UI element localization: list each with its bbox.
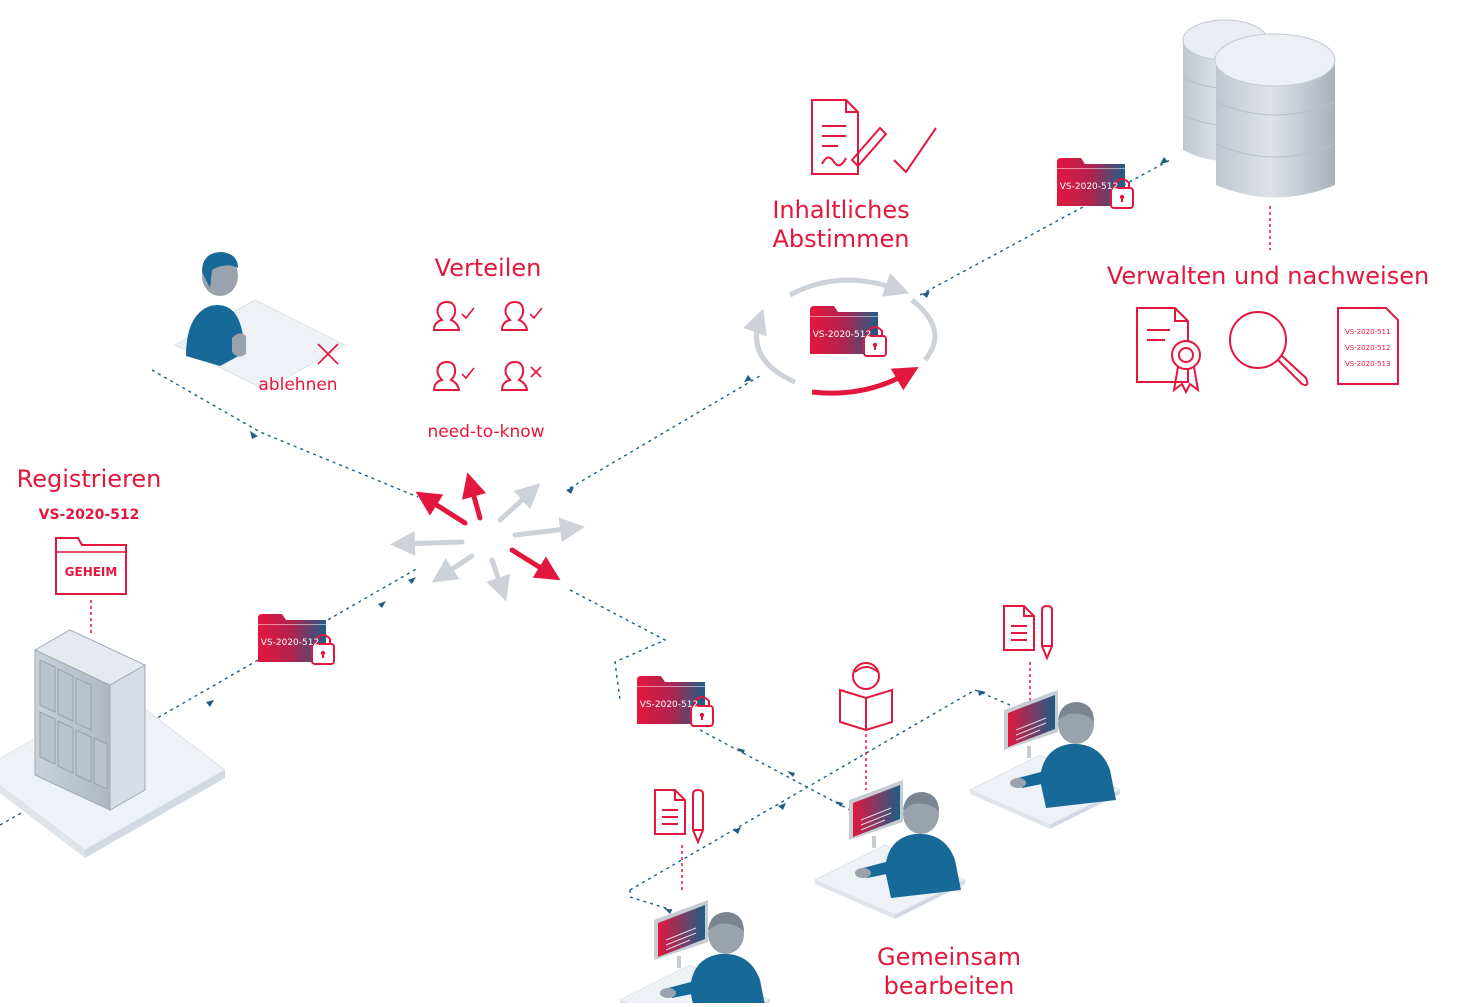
workstation-icon: [969, 689, 1121, 830]
flow-folder-to-workstation: [699, 729, 851, 811]
workstation-icon: [814, 779, 966, 920]
magnifier-icon: [1229, 311, 1309, 387]
reject-x-icon: [317, 343, 339, 365]
reject-label: ablehnen: [258, 375, 337, 395]
edit-document-icon: [1003, 605, 1053, 659]
stage-label-verwalten: Verwalten und nachweisen: [1107, 262, 1429, 290]
flow-hub-to-folder: [569, 589, 667, 701]
record-item: VS-2020-512: [1345, 344, 1390, 352]
secure-folder-label: VS-2020-512: [261, 638, 319, 648]
recipients-check-icon: [433, 301, 543, 391]
flow-reject-to-hub: [151, 369, 419, 498]
stage-label-gemeinsam: Gemeinsam: [877, 943, 1021, 971]
signed-document-icon: [811, 99, 937, 175]
distribution-hub-arrows: [390, 472, 585, 602]
stage-label-inhaltliches: Inhaltliches: [772, 196, 909, 224]
classified-folder-icon: [55, 537, 127, 595]
database-icon: [1182, 19, 1336, 198]
record-list-icon: VS-2020-511 VS-2020-512 VS-2020-513: [1337, 307, 1399, 385]
need-to-know-label: need-to-know: [427, 422, 544, 442]
stage-label-bearbeiten: bearbeiten: [884, 972, 1015, 1000]
flow-hub-to-sync: [569, 375, 761, 489]
stage-label-registrieren: Registrieren: [17, 465, 162, 493]
secure-folder-label: VS-2020-512: [640, 700, 698, 710]
record-item: VS-2020-513: [1345, 360, 1390, 368]
server-rack-icon: [0, 629, 226, 858]
flow-sync-to-database: [919, 159, 1171, 296]
record-item: VS-2020-511: [1345, 328, 1390, 336]
person-reject-icon: [173, 252, 347, 391]
stage-label-verteilen: Verteilen: [435, 254, 542, 282]
classification-label: GEHEIM: [65, 565, 118, 579]
flow-arrowheads: [44, 157, 1168, 914]
edit-document-icon: [654, 789, 704, 843]
flow-registry-to-hub: [139, 567, 419, 729]
secure-folder-label: VS-2020-512: [1060, 182, 1118, 192]
sync-cycle-icon: [743, 273, 938, 396]
certificate-icon: [1136, 307, 1201, 395]
registry-doc-id: VS-2020-512: [39, 507, 140, 523]
secure-folder-label: VS-2020-512: [813, 330, 871, 340]
reader-icon: [839, 662, 893, 732]
stage-label-abstimmen: Abstimmen: [773, 225, 910, 253]
workstation-icon: [619, 899, 771, 1007]
